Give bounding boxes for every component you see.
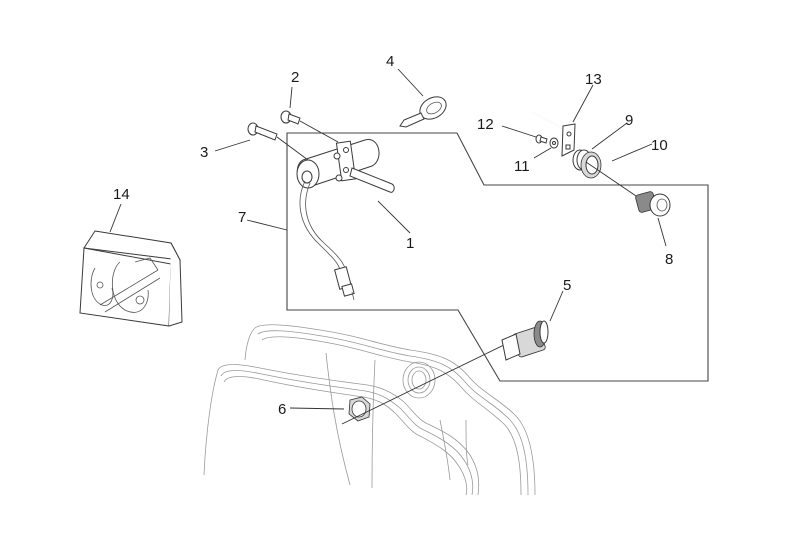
part-3-screw[interactable] xyxy=(247,122,278,141)
callout-7[interactable]: 7 xyxy=(238,209,246,226)
leader-lines xyxy=(109,68,667,410)
callout-3[interactable]: 3 xyxy=(200,144,208,161)
callout-2[interactable]: 2 xyxy=(291,69,299,86)
callout-12[interactable]: 12 xyxy=(477,116,494,133)
callout-4[interactable]: 4 xyxy=(386,53,394,70)
part-8-lock-cylinder[interactable] xyxy=(635,191,671,217)
callout-labels: 1 2 3 4 5 6 7 8 9 10 11 12 13 14 xyxy=(113,53,673,418)
body-panel xyxy=(203,324,536,496)
axis-line-3 xyxy=(276,136,309,161)
axis-line-8 xyxy=(585,161,643,201)
part-11-washer[interactable] xyxy=(549,137,559,149)
callout-1[interactable]: 1 xyxy=(406,235,414,252)
callout-5[interactable]: 5 xyxy=(563,277,571,294)
part-6-ring-nut[interactable] xyxy=(348,396,371,422)
axis-line-2 xyxy=(299,120,339,143)
callout-9[interactable]: 9 xyxy=(625,112,633,129)
callout-8[interactable]: 8 xyxy=(665,251,673,268)
part-4-key[interactable] xyxy=(399,92,450,128)
group-7-frame xyxy=(286,132,709,382)
part-1-ignition-switch[interactable] xyxy=(296,139,395,301)
part-5-lock-cylinder[interactable] xyxy=(501,320,549,361)
part-2-screw[interactable] xyxy=(280,110,301,125)
axis-line-6-5 xyxy=(341,341,511,425)
callout-13[interactable]: 13 xyxy=(585,71,602,88)
part-13-lever[interactable] xyxy=(532,112,576,157)
callout-11[interactable]: 11 xyxy=(514,158,530,175)
callout-14[interactable]: 14 xyxy=(113,186,130,203)
callout-6[interactable]: 6 xyxy=(278,401,286,418)
part-12-screw[interactable] xyxy=(535,134,548,144)
part-14-kit-bag[interactable] xyxy=(79,230,183,327)
callout-10[interactable]: 10 xyxy=(651,137,668,154)
